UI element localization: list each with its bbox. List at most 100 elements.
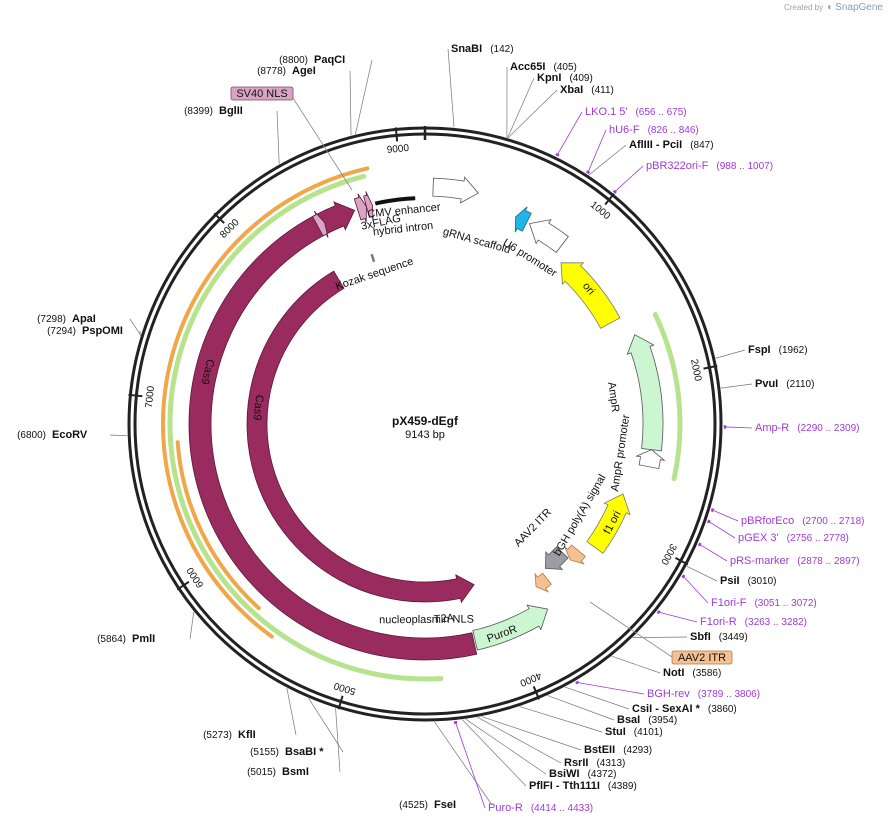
enzyme-position: (6800)	[17, 430, 46, 441]
enzyme-site: (4525)FseI	[399, 799, 456, 811]
enzyme-position: (405)	[553, 62, 576, 73]
enzyme-position: (2110)	[786, 379, 814, 390]
ampr-promoter-arrow	[635, 449, 666, 470]
enzyme-site: SnaBI(142)	[451, 43, 514, 55]
primer-position: (988 .. 1007)	[716, 161, 773, 172]
u6-promoter-arrow	[529, 219, 569, 253]
grna-scaffold-arrow	[514, 206, 532, 233]
enzyme-position: (409)	[569, 73, 592, 84]
tick-marks	[128, 126, 718, 710]
enzyme-name: BsmI	[282, 766, 309, 778]
primer-position: (2878 .. 2897)	[797, 556, 859, 567]
enzyme-site: (5155) BsaBI *	[250, 746, 324, 758]
enzyme-site: KpnI (409)	[537, 72, 593, 84]
primer-name: F1ori-F	[711, 597, 747, 609]
tick-mark	[176, 580, 190, 591]
orf-outline-green-right	[652, 312, 683, 482]
ampr-arrow	[626, 334, 664, 452]
enzyme-site: (5015) BsmI	[247, 766, 309, 778]
sv40-nls-label: SV40 NLS	[236, 88, 287, 100]
enzyme-site: (7298)ApaI	[37, 313, 96, 325]
enzyme-position: (5015)	[247, 767, 276, 778]
enzyme-labels: SnaBI(142)Acc65I(405)KpnI(409)XbaI(411)A…	[17, 43, 814, 811]
primer-name: F1ori-R	[700, 616, 737, 628]
snapgene-credit: Created by ◖ SnapGene	[784, 2, 883, 13]
hybrid-intron-line	[374, 196, 416, 206]
cas9-outer-arrow	[188, 201, 478, 661]
tick-label: 2000	[688, 358, 703, 382]
enzyme-position: (8800)	[279, 55, 308, 66]
grna-scaffold-label: gRNA scaffold	[442, 226, 512, 256]
enzyme-position: (847)	[690, 140, 713, 151]
enzyme-position: (142)	[490, 44, 513, 55]
enzyme-site: CsiI - SexAI * (3860)	[632, 703, 737, 715]
aav2-itr-box: AAV2 ITR	[671, 650, 733, 665]
primer-position: (3263 .. 3282)	[745, 617, 807, 628]
ori-arrow	[560, 262, 621, 329]
enzyme-site: (5273)KflI	[203, 729, 256, 741]
aav2-itr-block-2	[534, 572, 552, 593]
orf-outline-orange-inner	[175, 440, 261, 611]
enzyme-name: BsiWI	[549, 768, 580, 780]
primer-site: pGEX 3'(2756 .. 2778)	[738, 532, 849, 544]
tick-label: 4000	[518, 670, 543, 689]
enzyme-position: (3586)	[692, 668, 721, 679]
enzyme-name: FseI	[434, 799, 456, 811]
tick-label: 3000	[658, 542, 678, 567]
enzyme-position: (3954)	[648, 715, 677, 726]
primer-site: LKO.1 5'(656 .. 675)	[585, 106, 687, 118]
primer-site: F1ori-F(3051 .. 3072)	[711, 597, 817, 609]
tick-label: 7000	[144, 385, 157, 409]
tick-mark	[128, 393, 143, 398]
enzyme-site: BstEII(4293)	[584, 744, 652, 756]
enzyme-position: (5155)	[250, 747, 279, 758]
enzyme-site: PsiI(3010)	[720, 575, 776, 587]
f1-ori-arrow	[586, 493, 631, 554]
enzyme-name: BsaI	[617, 714, 640, 726]
primer-site: Puro-R(4414 .. 4433)	[488, 802, 593, 814]
enzyme-position: (3860)	[708, 704, 737, 715]
cas9-outer-label: Cas9	[198, 358, 216, 386]
aav2-itr-leader	[589, 601, 673, 658]
enzyme-name: XbaI	[560, 84, 583, 96]
bgh-polya-block	[544, 546, 569, 570]
primer-name: pGEX 3'	[738, 532, 779, 544]
enzyme-site: (5864)PmlI	[97, 633, 155, 645]
enzyme-name: PspOMI	[82, 325, 123, 337]
enzyme-site: XbaI(411)	[560, 84, 614, 96]
snapgene-brand-text: SnapGene	[835, 2, 883, 13]
primer-position: (4414 .. 4433)	[531, 803, 593, 814]
enzyme-position: (4389)	[608, 781, 637, 792]
primer-name: BGH-rev	[647, 688, 690, 700]
cas9-inner-label: Cas9	[251, 394, 265, 421]
enzyme-name: FspI	[748, 344, 771, 356]
primer-position: (3789 .. 3806)	[698, 689, 760, 700]
enzyme-name: PmlI	[132, 633, 155, 645]
enzyme-name: CsiI - SexAI *	[632, 703, 701, 715]
primer-name: pBR322ori-F	[646, 160, 709, 172]
enzyme-name: KpnI	[537, 72, 561, 84]
enzyme-position: (3010)	[748, 576, 777, 587]
enzyme-site: FspI(1962)	[748, 344, 808, 356]
created-by-text: Created by	[783, 3, 824, 12]
enzyme-position: (4101)	[634, 727, 663, 738]
enzyme-name: BsaBI *	[285, 746, 324, 758]
enzyme-name: PvuI	[755, 378, 778, 390]
enzyme-name: BstEII	[584, 744, 615, 756]
enzyme-name: PaqCI	[314, 54, 345, 66]
primer-name: hU6-F	[609, 124, 640, 136]
enzyme-position: (7298)	[37, 314, 66, 325]
puror-arrow	[472, 604, 549, 651]
ampr-label: AmpR	[605, 381, 621, 413]
tick-mark	[674, 556, 689, 566]
ampr-promoter-label: AmpR promoter	[609, 413, 632, 492]
primer-site: F1ori-R (3263 .. 3282)	[700, 616, 807, 628]
primer-site: hU6-F(826 .. 846)	[609, 124, 699, 136]
three-flag-block	[353, 193, 367, 223]
tick-mark	[213, 212, 225, 224]
enzyme-name: BglII	[219, 105, 243, 117]
primer-leader-lines	[453, 111, 753, 809]
tick-label: 9000	[386, 143, 410, 156]
plasmid-length: 9143 bp	[405, 429, 445, 441]
aav2-itr-feature-label: AAV2 ITR	[512, 506, 554, 549]
